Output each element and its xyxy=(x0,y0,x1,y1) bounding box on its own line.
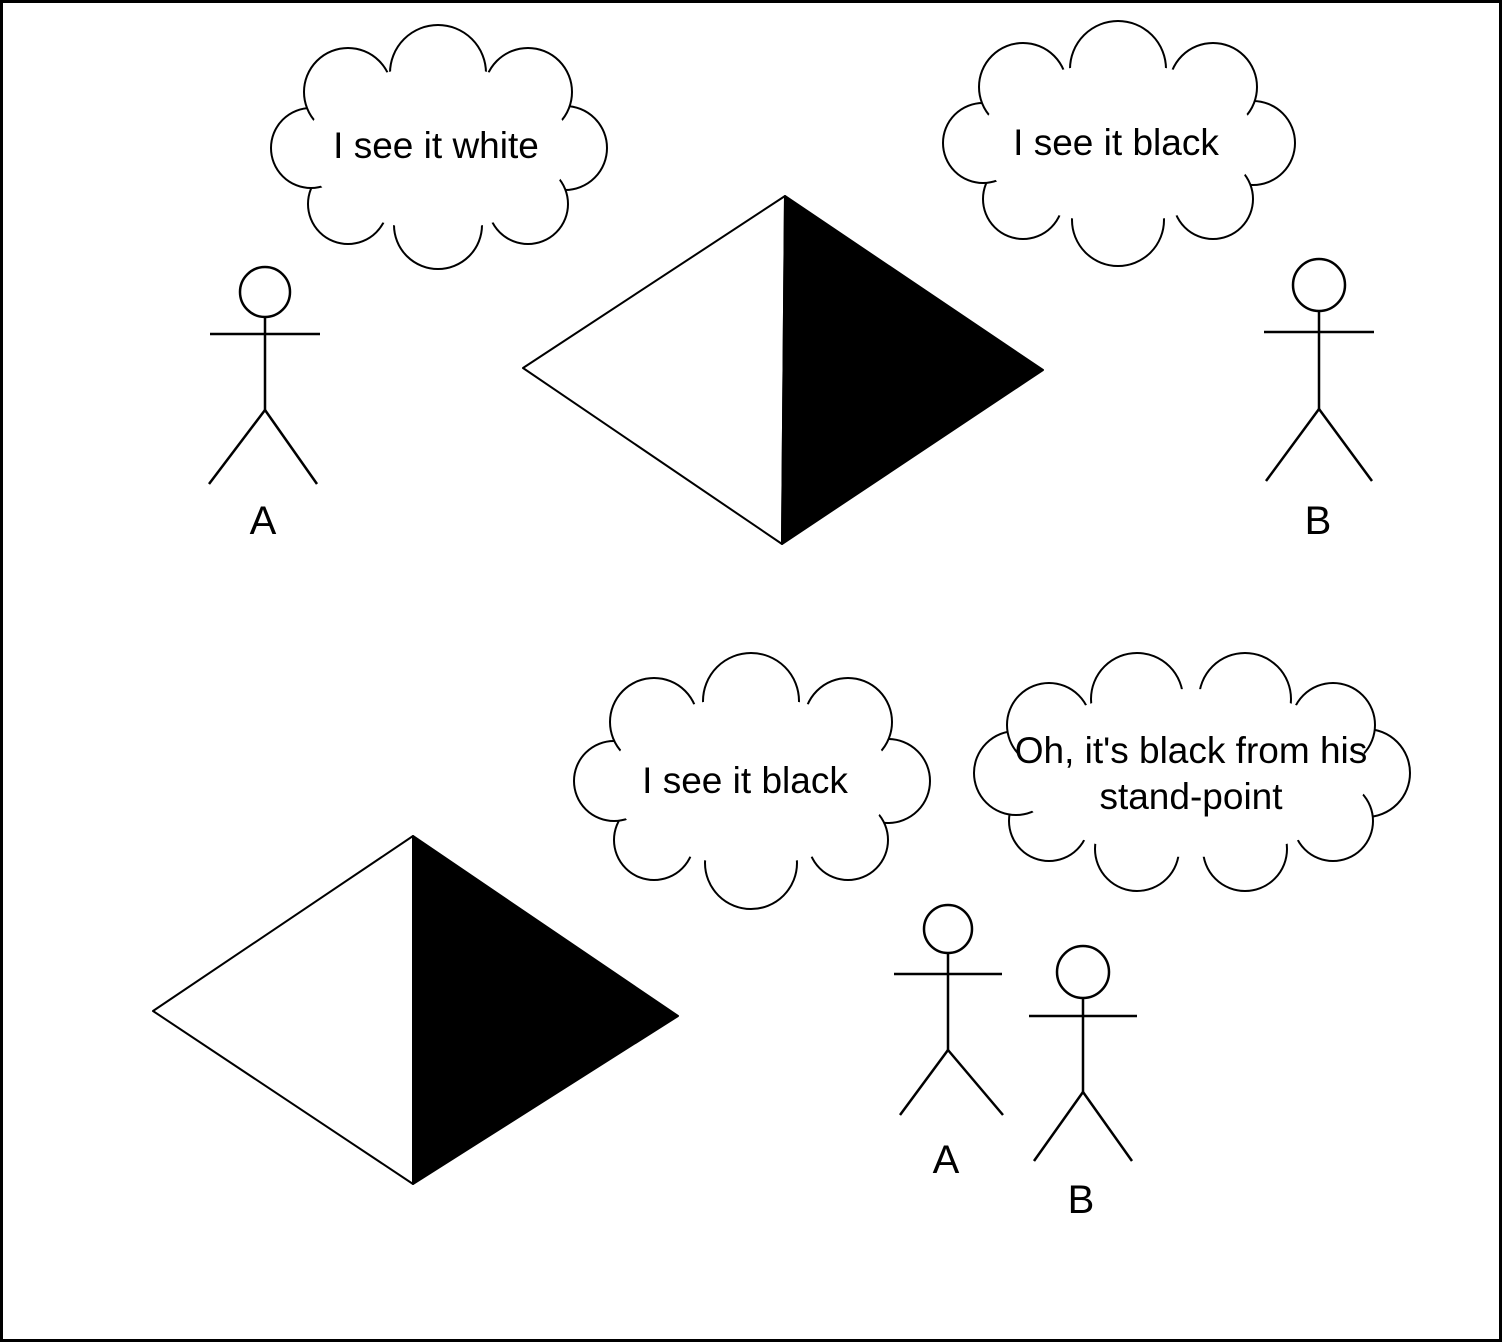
stick-figure-leg-left xyxy=(1032,1091,1085,1162)
stick-figure-b-bottom: B xyxy=(1029,944,1137,1222)
stick-figure-a-top: A xyxy=(208,265,320,543)
stick-figure-leg-right xyxy=(947,1049,1004,1116)
pyramid-white-face xyxy=(522,195,786,545)
cloud-body xyxy=(980,63,1256,223)
pyramid-black-face xyxy=(412,835,679,1185)
pyramid-bottom xyxy=(152,835,679,1185)
cloud-body xyxy=(1013,689,1369,857)
stick-figure-leg-right xyxy=(1317,408,1374,482)
stick-figure-a-bottom: A xyxy=(894,903,1004,1182)
stick-figure-leg-right xyxy=(1081,1091,1134,1162)
thought-cloud-b-top: I see it black xyxy=(942,20,1296,267)
stick-figure-b-top: B xyxy=(1264,257,1374,543)
stick-figure-leg-right xyxy=(263,409,319,485)
person-label-b-top: B xyxy=(1305,499,1332,543)
cloud-body xyxy=(306,66,570,230)
person-label-b-bottom: B xyxy=(1068,1178,1095,1222)
thought-text-a-top: I see it white xyxy=(333,125,539,166)
stick-figure-head xyxy=(1055,944,1111,1000)
stick-figure-leg-left xyxy=(898,1049,950,1116)
thought-text-b-top: I see it black xyxy=(1013,122,1219,163)
pyramid-top xyxy=(522,195,1044,545)
stick-figure-head xyxy=(1291,257,1347,313)
thought-cloud-b-bottom: Oh, it's black from his stand-point xyxy=(973,652,1411,892)
cloud-body xyxy=(611,697,891,865)
stick-figure-head xyxy=(238,265,292,319)
perspective-diagram: I see it white I see it black A B xyxy=(152,20,1411,1222)
pyramid-black-face xyxy=(781,195,1044,545)
thought-text-b-bottom-line2: stand-point xyxy=(1099,776,1283,817)
thought-cloud-a-top: I see it white xyxy=(270,24,608,270)
stick-figure-head xyxy=(922,903,974,955)
person-label-a-top: A xyxy=(250,499,277,543)
pyramid-white-face xyxy=(152,835,414,1185)
thought-text-a-bottom: I see it black xyxy=(642,760,848,801)
thought-cloud-a-bottom: I see it black xyxy=(573,652,931,910)
stick-figure-leg-left xyxy=(1264,408,1321,482)
stick-figure-leg-left xyxy=(208,409,266,485)
person-label-a-bottom: A xyxy=(933,1138,960,1182)
thought-text-b-bottom-line1: Oh, it's black from his xyxy=(1015,730,1368,771)
